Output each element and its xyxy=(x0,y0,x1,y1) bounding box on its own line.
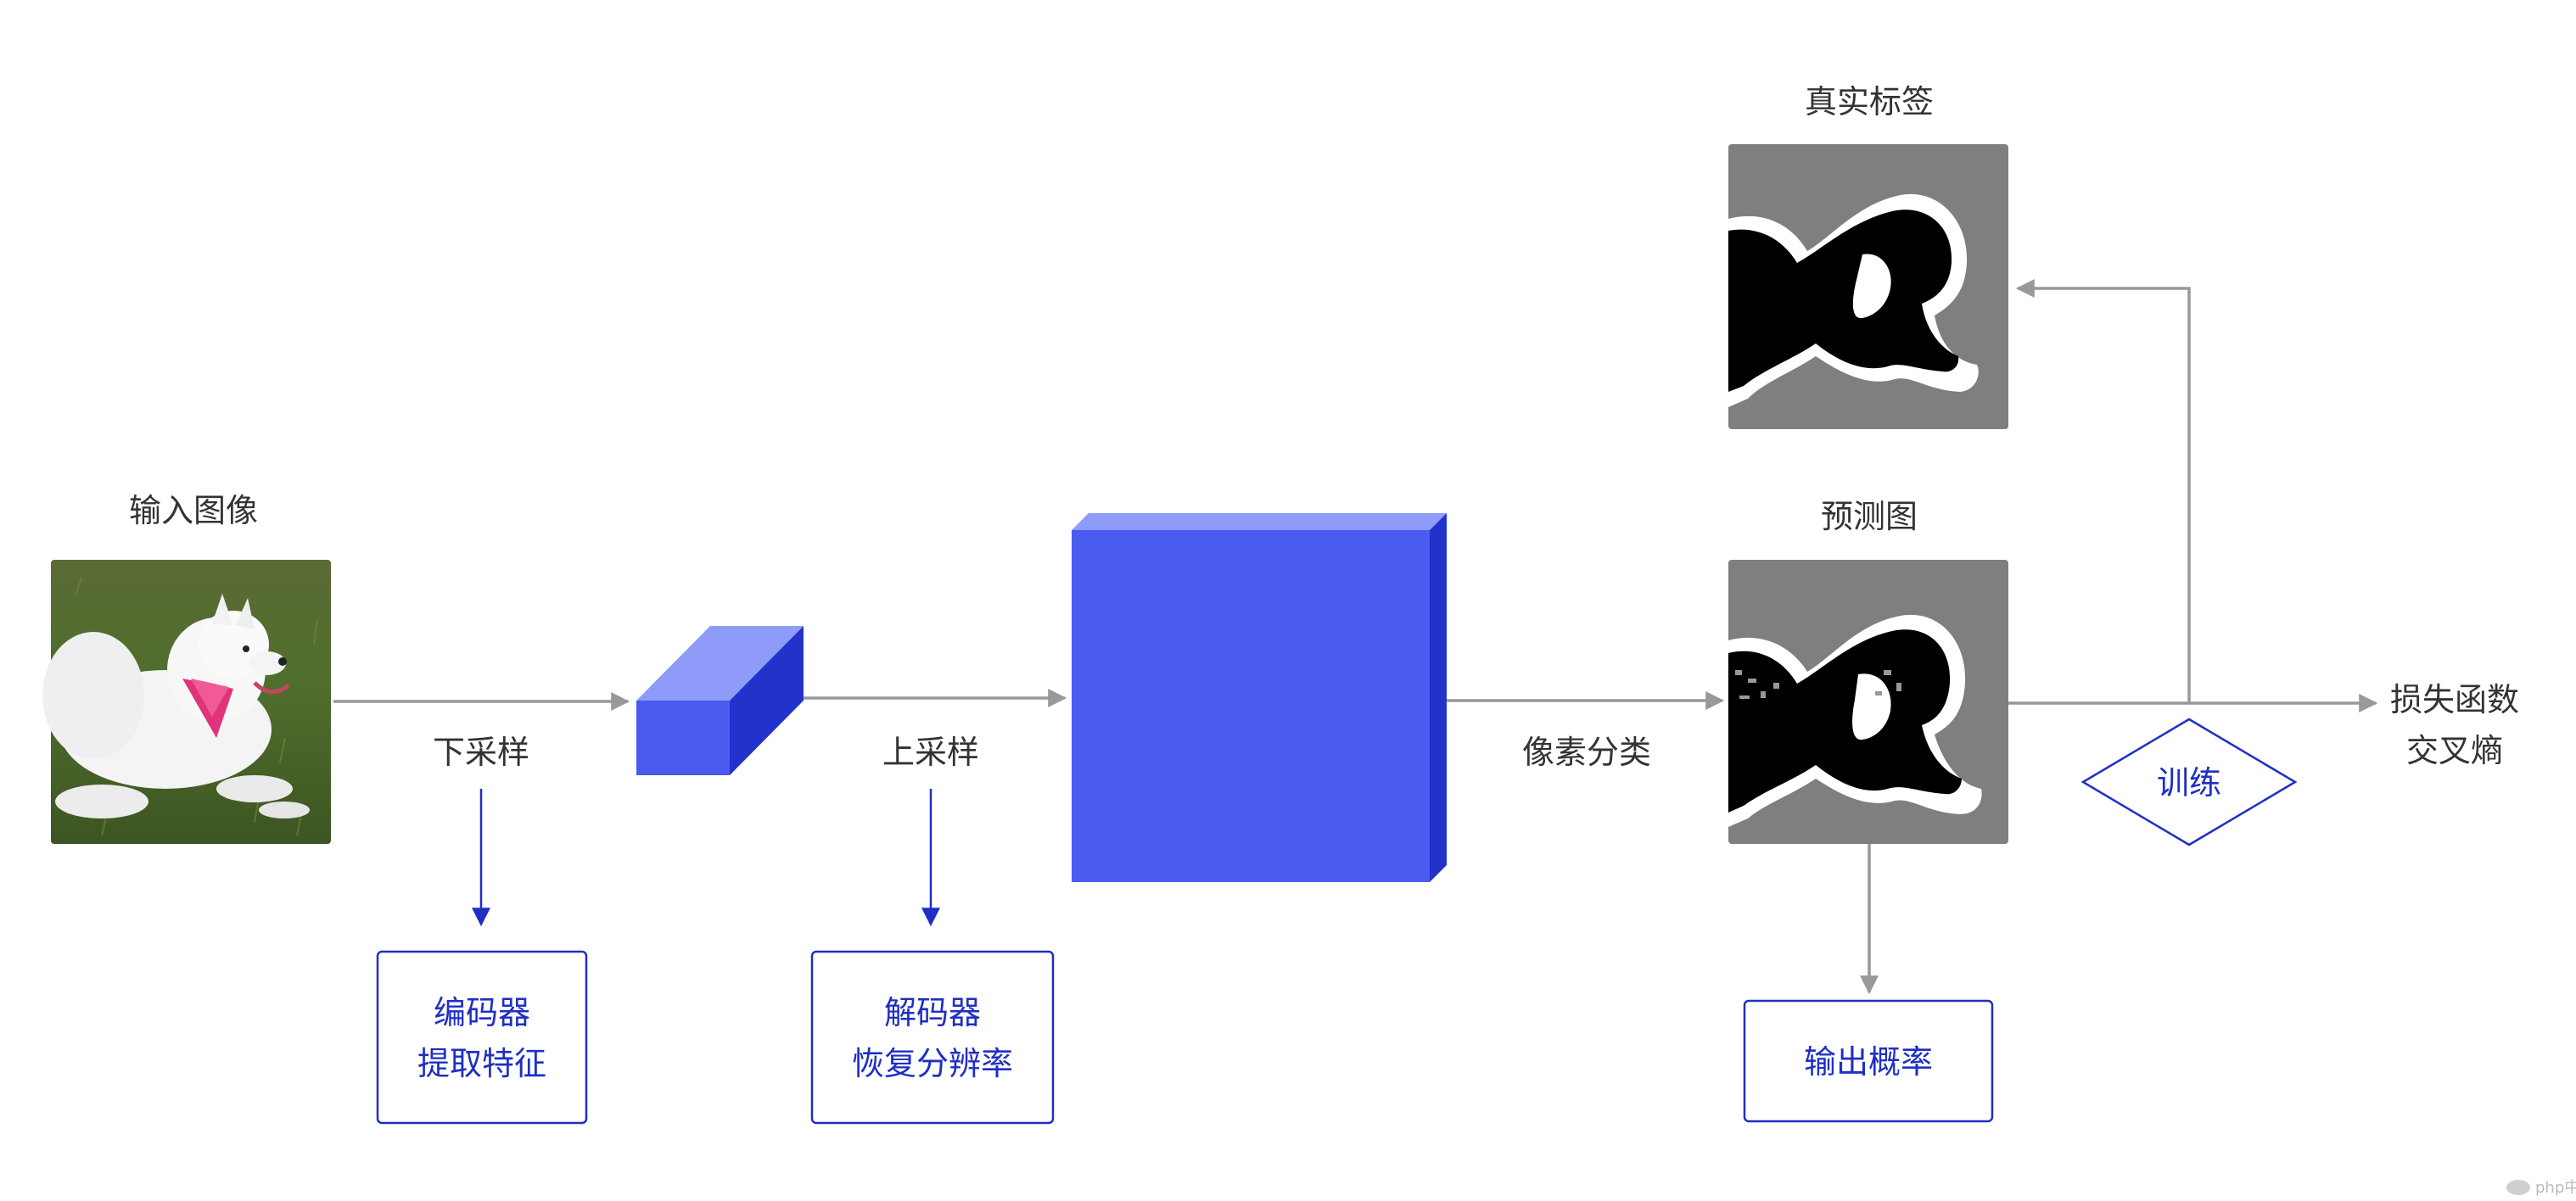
encoder-box: 编码器 提取特征 xyxy=(376,950,588,1125)
encoder-title: 编码器 xyxy=(434,994,530,1031)
train-diamond: 训练 xyxy=(2080,718,2298,846)
prediction-mask xyxy=(1728,560,2008,844)
train-label: 训练 xyxy=(2157,764,2221,802)
cross-entropy-label: 交叉熵 xyxy=(2406,732,2503,769)
output-probability-text: 输出概率 xyxy=(1804,1043,1933,1081)
bottleneck-block xyxy=(636,626,804,775)
watermark-text: php中文网 xyxy=(2535,1179,2576,1197)
decoder-title: 解码器 xyxy=(884,994,981,1031)
input-image-label: 输入图像 xyxy=(129,492,258,529)
encoder-subtitle: 提取特征 xyxy=(417,1045,546,1082)
decoder-box: 解码器 恢复分辨率 xyxy=(810,950,1055,1125)
prediction-label: 预测图 xyxy=(1821,498,1918,535)
decoder-subtitle: 恢复分辨率 xyxy=(852,1045,1013,1082)
ground-truth-label: 真实标签 xyxy=(1805,83,1934,120)
input-dog-photo xyxy=(42,560,331,844)
ground-truth-mask xyxy=(1728,144,2008,429)
loss-function-label: 损失函数 xyxy=(2390,681,2519,718)
output-probability-box: 输出概率 xyxy=(1743,999,1994,1123)
arrow-train-feedback xyxy=(2015,279,2191,703)
watermark-logo: php中文网 xyxy=(2506,1179,2576,1197)
pixel-classify-label: 像素分类 xyxy=(1522,734,1651,771)
upsample-label: 上采样 xyxy=(882,734,979,771)
feature-map-block xyxy=(1072,513,1447,882)
downsample-label: 下采样 xyxy=(433,734,529,771)
